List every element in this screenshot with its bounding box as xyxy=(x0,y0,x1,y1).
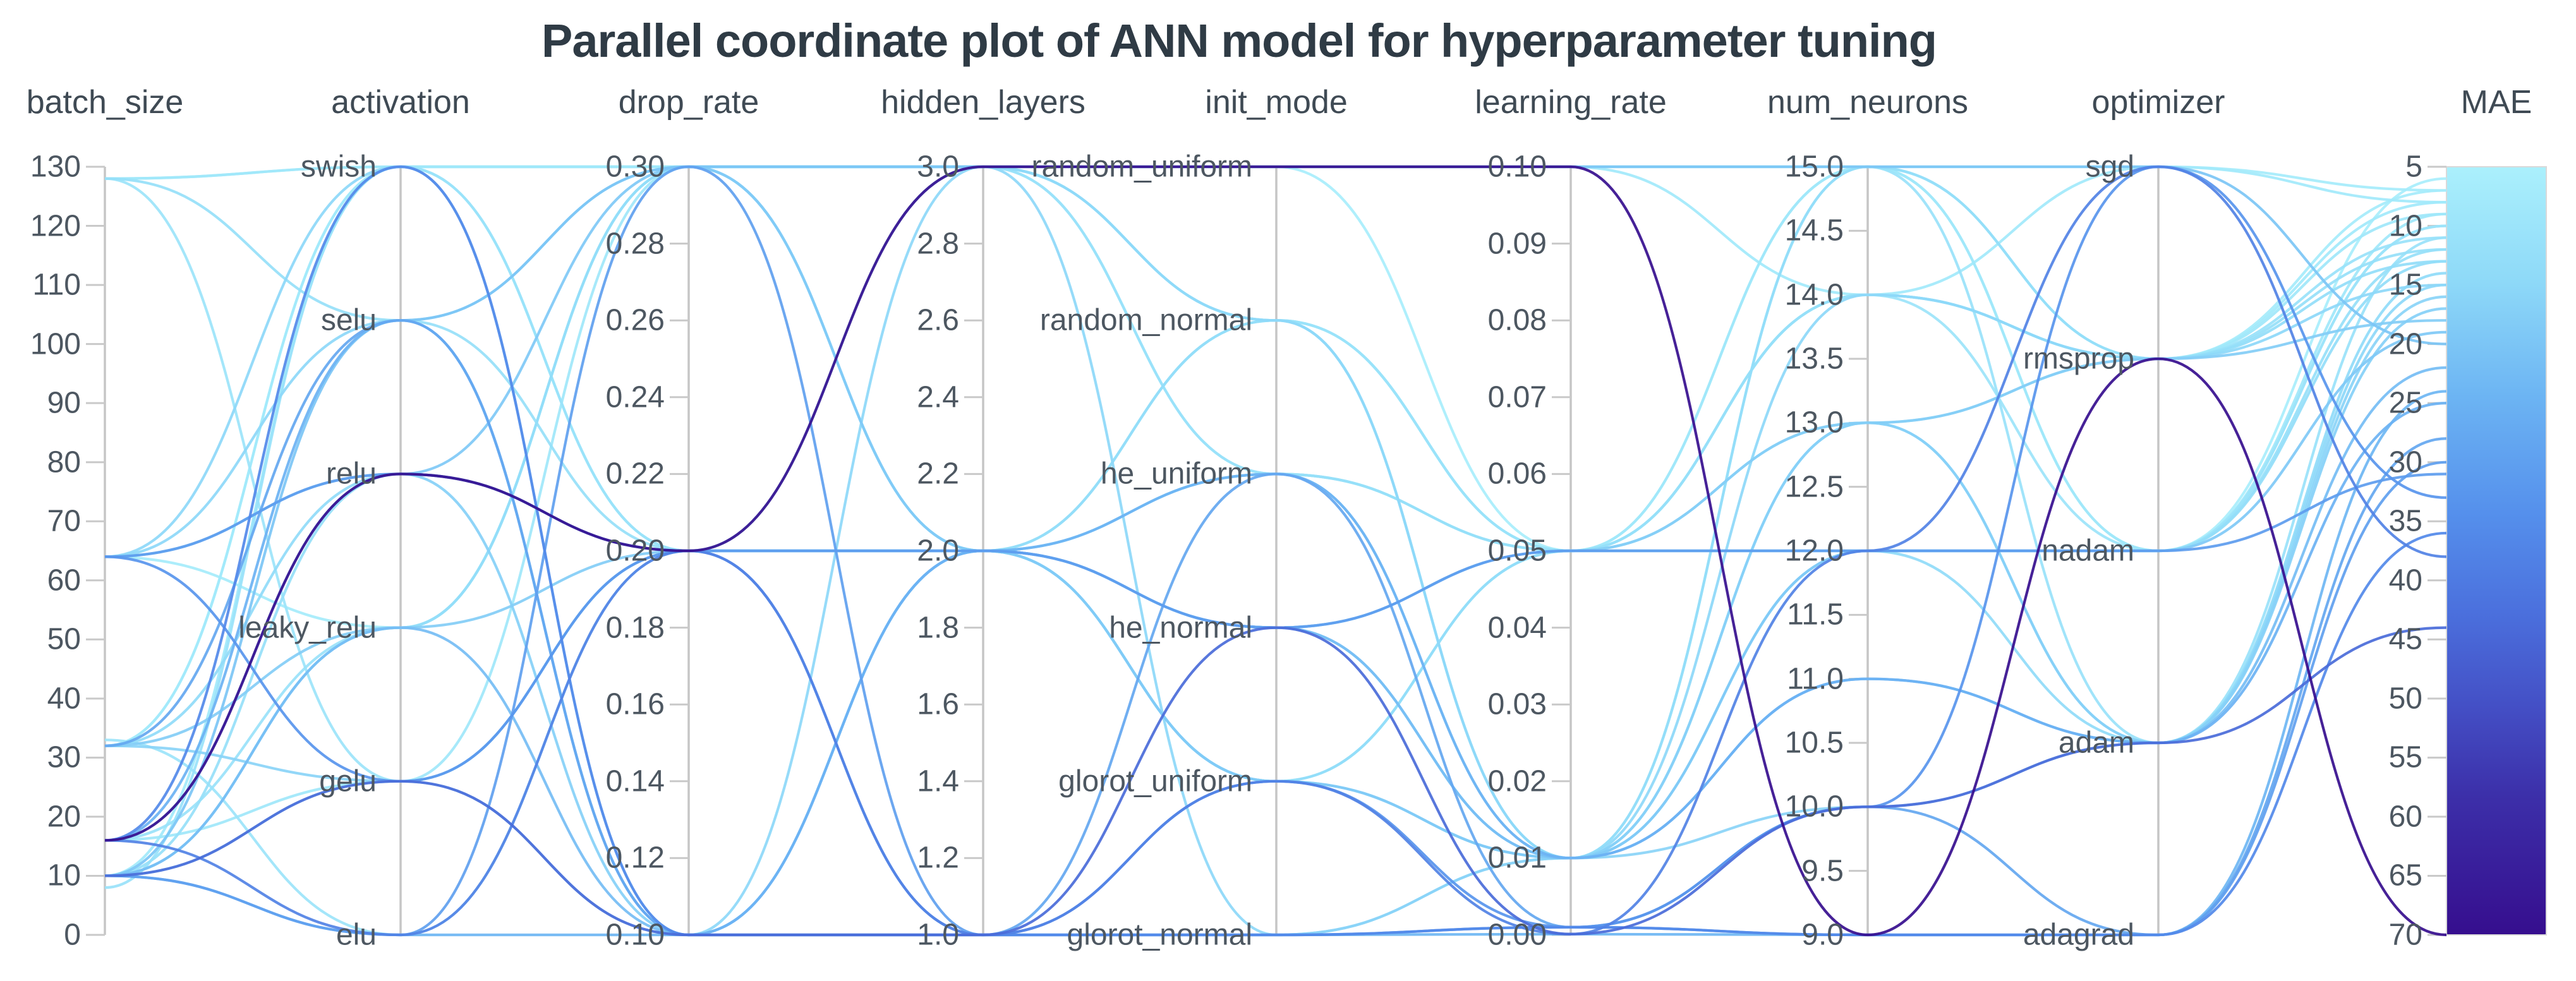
data-line xyxy=(104,165,2447,937)
mae-colorbar xyxy=(2446,166,2547,936)
data-line xyxy=(104,165,2447,937)
data-lines xyxy=(104,165,2447,937)
data-line xyxy=(104,165,2447,937)
colorbar-group xyxy=(2428,166,2547,936)
data-line xyxy=(104,626,2447,937)
data-line xyxy=(104,319,2447,937)
